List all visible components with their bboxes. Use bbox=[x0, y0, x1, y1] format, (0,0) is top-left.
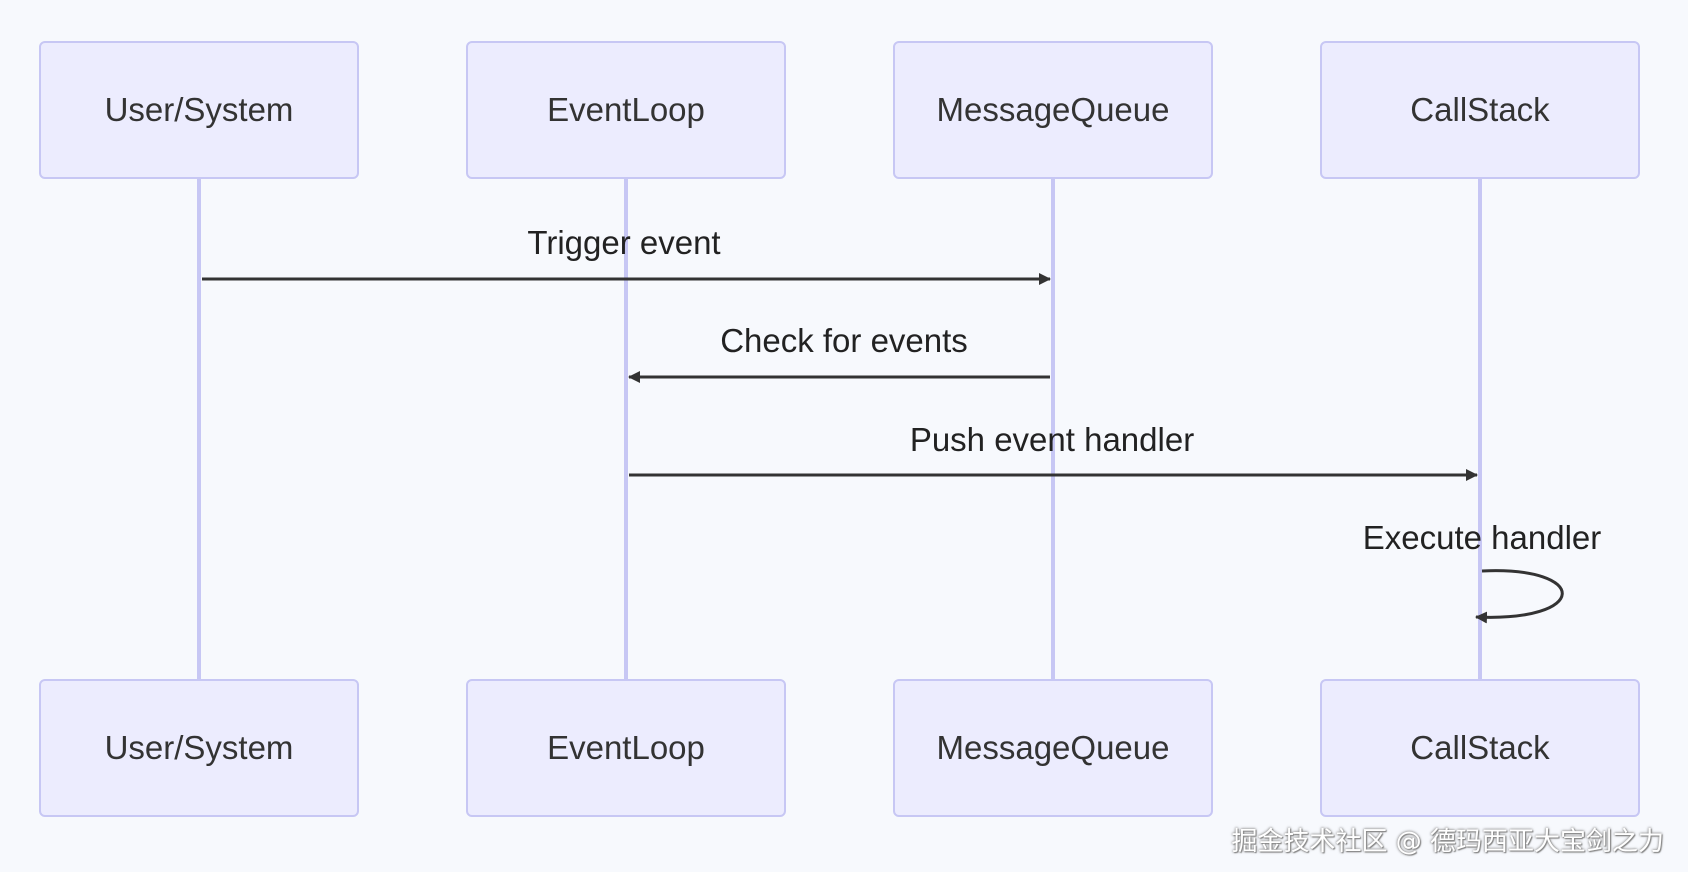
actor-label: User/System bbox=[104, 729, 294, 766]
message-arrow-4 bbox=[1475, 569, 1564, 624]
actor-bottom-messagequeue: MessageQueue bbox=[893, 679, 1213, 817]
actor-top-eventloop: EventLoop bbox=[466, 41, 786, 179]
actor-bottom-callstack: CallStack bbox=[1320, 679, 1640, 817]
actor-bottom-user-system: User/System bbox=[39, 679, 359, 817]
actor-label: EventLoop bbox=[547, 729, 705, 766]
actor-label: User/System bbox=[104, 91, 294, 128]
actor-top-user-system: User/System bbox=[39, 41, 359, 179]
actor-label: CallStack bbox=[1410, 91, 1550, 128]
actor-label: CallStack bbox=[1410, 729, 1550, 766]
actor-top-callstack: CallStack bbox=[1320, 41, 1640, 179]
message-label-execute-handler: Execute handler bbox=[1362, 519, 1602, 556]
actor-top-messagequeue: MessageQueue bbox=[893, 41, 1213, 179]
watermark: 掘金技术社区 @ 德玛西亚大宝剑之力 bbox=[1231, 827, 1664, 857]
message-label-push-event-handler: Push event handler bbox=[909, 421, 1195, 458]
actor-label: MessageQueue bbox=[936, 729, 1170, 766]
actor-bottom-eventloop: EventLoop bbox=[466, 679, 786, 817]
message-label-check-for-events: Check for events bbox=[720, 322, 968, 359]
actor-label: MessageQueue bbox=[936, 91, 1170, 128]
message-label-trigger-event: Trigger event bbox=[527, 224, 721, 261]
actor-label: EventLoop bbox=[547, 91, 705, 128]
